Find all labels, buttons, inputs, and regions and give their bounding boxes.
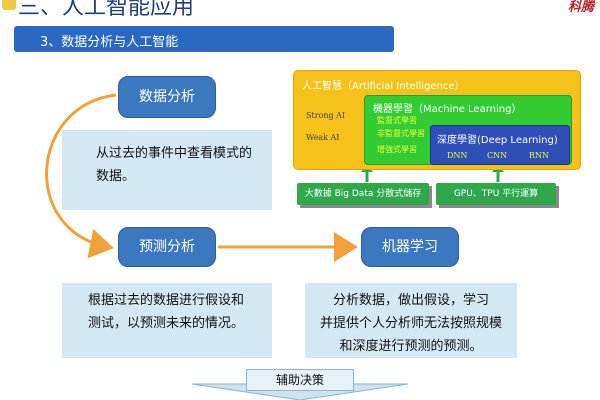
prediction-box: 预测分析 bbox=[118, 227, 216, 267]
ml-sub-reinforcement: 增強式學習 bbox=[377, 145, 417, 154]
logo-mark-icon bbox=[2, 0, 16, 10]
data-analysis-box: 数据分析 bbox=[118, 76, 216, 118]
section-title: 3、数据分析与人工智能 bbox=[40, 35, 179, 50]
ml-title: 機器學習（Machine Learning） bbox=[373, 104, 522, 115]
ml-sub-unsupervised: 非監督式學習 bbox=[377, 129, 425, 138]
rnn-label: RNN bbox=[529, 151, 550, 160]
dnn-label: DNN bbox=[447, 151, 468, 160]
desc-line: 测试，以预测未来的情况。 bbox=[88, 316, 245, 331]
dl-diagram-box: 深度學習(Deep Learning) DNN CNN RNN bbox=[430, 125, 570, 165]
brand-logo: 科腾 bbox=[567, 0, 594, 15]
section-title-bar: 3、数据分析与人工智能 bbox=[14, 26, 394, 52]
machine-learning-box: 机器学习 bbox=[361, 227, 459, 267]
desc-line: 从过去的事件中查看模式的 bbox=[96, 146, 253, 161]
page-title: 三、人工智能应用 bbox=[18, 0, 195, 20]
prediction-desc: 根据过去的数据进行假设和 测试，以预测未来的情况。 bbox=[62, 283, 272, 358]
dl-title: 深度學習(Deep Learning) bbox=[437, 135, 558, 146]
cnn-label: CNN bbox=[487, 151, 508, 160]
big-data-box: 大數據 Big Data 分散式儲存 bbox=[297, 183, 429, 205]
curve-arrow bbox=[45, 93, 117, 259]
desc-line: 数据。 bbox=[96, 169, 136, 184]
desc-line: 分析数据，做出假设，学习 bbox=[332, 293, 489, 308]
ml-desc: 分析数据，做出假设，学习 并提供个人分析师无法按照规模 和深度进行预测的预测。 bbox=[305, 283, 517, 358]
desc-line: 并提供个人分析师无法按照规模 bbox=[319, 316, 502, 331]
ai-title: 人工智慧（Artificial Intelligence） bbox=[302, 81, 465, 92]
ml-sub-supervised: 監督式學習 bbox=[377, 116, 417, 125]
gpu-box: GPU、TPU 平行運算 bbox=[436, 183, 556, 205]
strong-ai-label: Strong AI bbox=[306, 111, 346, 120]
decision-support-label: 辅助决策 bbox=[246, 369, 354, 391]
desc-line: 和深度进行预测的预测。 bbox=[339, 339, 483, 354]
weak-ai-label: Weak AI bbox=[306, 133, 340, 142]
desc-line: 根据过去的数据进行假设和 bbox=[88, 293, 245, 308]
header-bar: 三、人工智能应用 科腾 bbox=[0, 0, 600, 20]
data-analysis-desc: 从过去的事件中查看模式的 数据。 bbox=[62, 130, 272, 210]
